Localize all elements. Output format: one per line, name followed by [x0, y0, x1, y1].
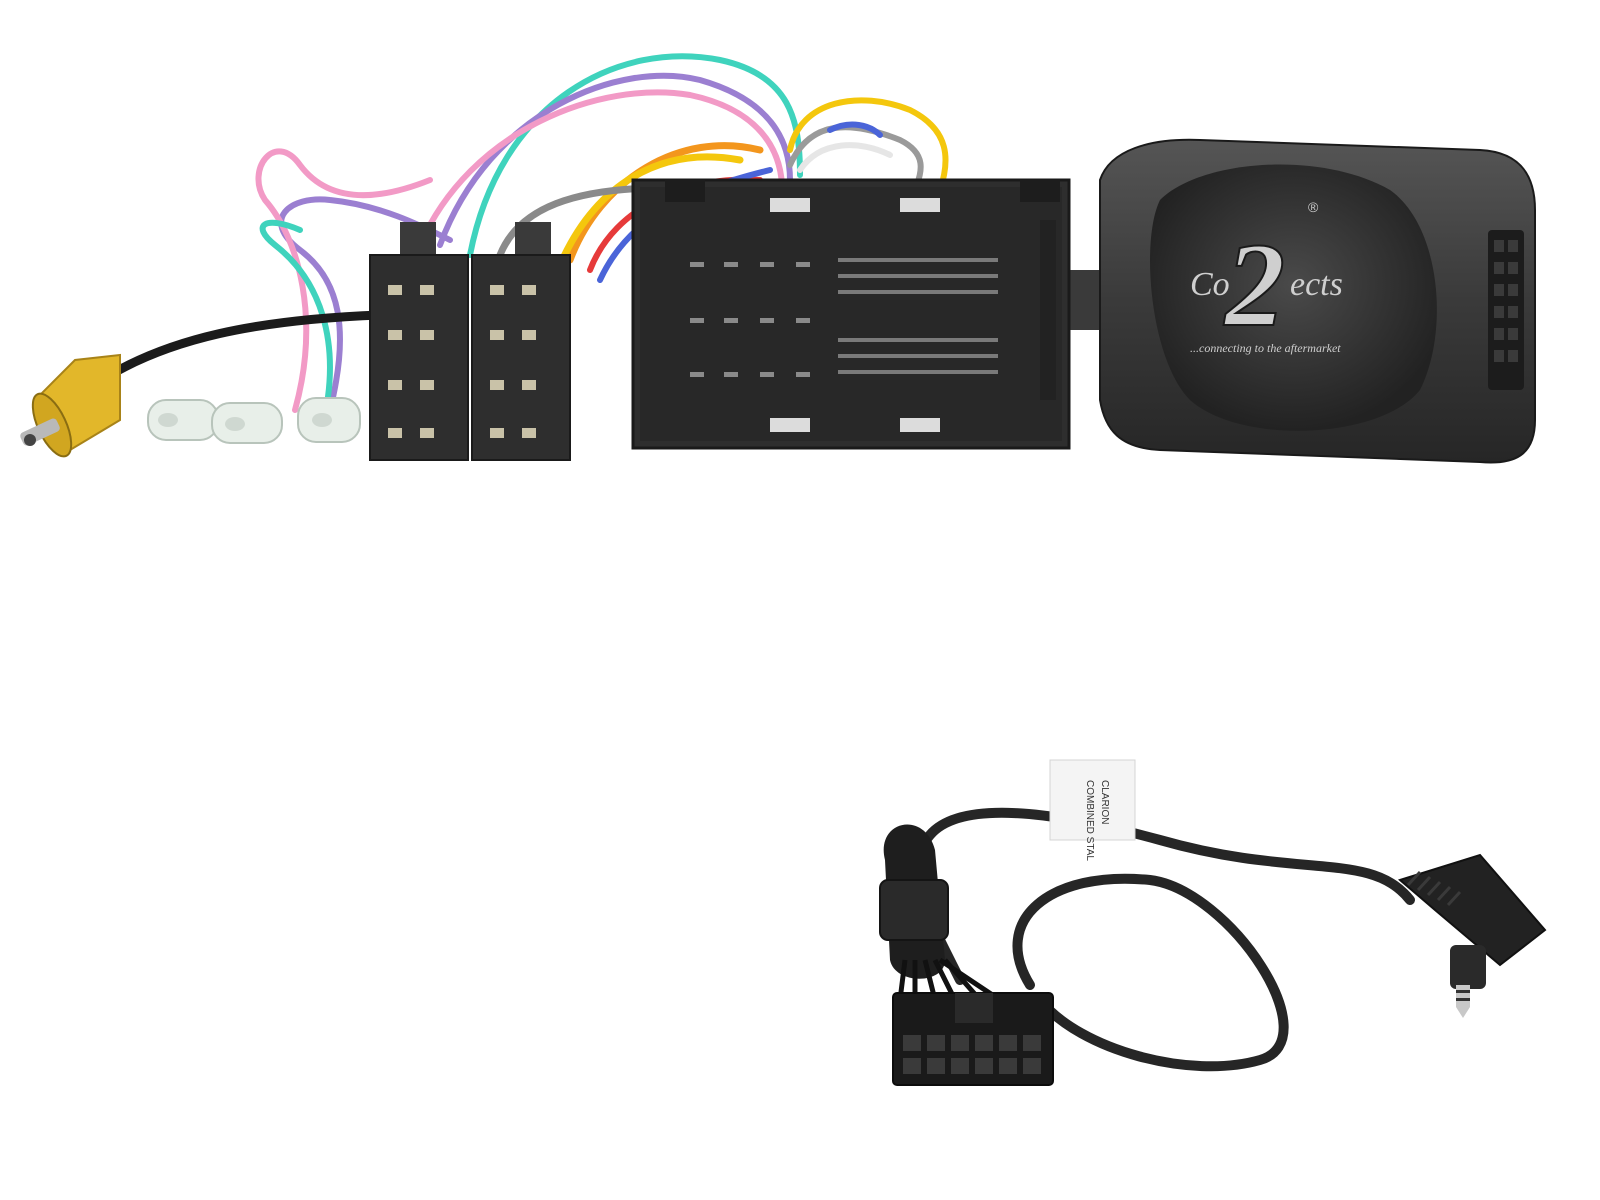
wire-loom	[105, 53, 1155, 418]
wire-grey	[496, 184, 654, 259]
patch-lead: CLARION COMBINED STAL	[879, 759, 1547, 1086]
brand-logo-numeral: 2	[1223, 218, 1285, 351]
wire-white-top	[797, 142, 893, 173]
cable-tag-line1: CLARION	[1099, 780, 1110, 824]
wire-yellow	[556, 153, 744, 269]
wire-blue-top	[827, 121, 883, 138]
iso-connector-left	[369, 222, 469, 461]
pin-grid-lower	[838, 338, 998, 374]
jack-plug	[1397, 853, 1547, 1018]
rca-plug	[20, 353, 121, 458]
wire-pink	[417, 89, 785, 248]
bullet-connector-3	[297, 397, 361, 443]
wire-yellow-top	[787, 97, 949, 193]
wire-purple	[437, 72, 793, 248]
brand-tagline: ...connecting to the aftermarket	[1190, 341, 1341, 355]
wire-pink-long	[255, 148, 433, 413]
iso-connector-right	[471, 222, 571, 461]
cable-tag-line2: COMBINED STAL	[1084, 780, 1095, 861]
velcro-wrap	[879, 824, 949, 979]
brand-logo: Co 2 ects ® ...connecting to the afterma…	[1190, 199, 1343, 355]
brand-logo-right: ects	[1290, 266, 1343, 303]
pin-grid-upper	[838, 258, 998, 294]
bullet-connector-2	[211, 402, 283, 444]
interface-output-port	[1488, 230, 1524, 390]
bullet-connectors	[147, 397, 361, 444]
wire-grey-top	[787, 124, 924, 193]
wire-black-rca	[105, 310, 385, 380]
bullet-connector-1	[147, 399, 219, 441]
wire-teal-long	[259, 219, 333, 418]
registered-mark: ®	[1308, 199, 1319, 215]
brand-logo-left: Co	[1190, 266, 1230, 303]
vehicle-harness-connector	[631, 178, 1071, 450]
interface-box: Co 2 ects ® ...connecting to the afterma…	[1099, 138, 1536, 464]
molex-connector	[892, 992, 1054, 1086]
cable-tag: CLARION COMBINED STAL	[1049, 759, 1136, 861]
wire-teal	[467, 53, 803, 258]
